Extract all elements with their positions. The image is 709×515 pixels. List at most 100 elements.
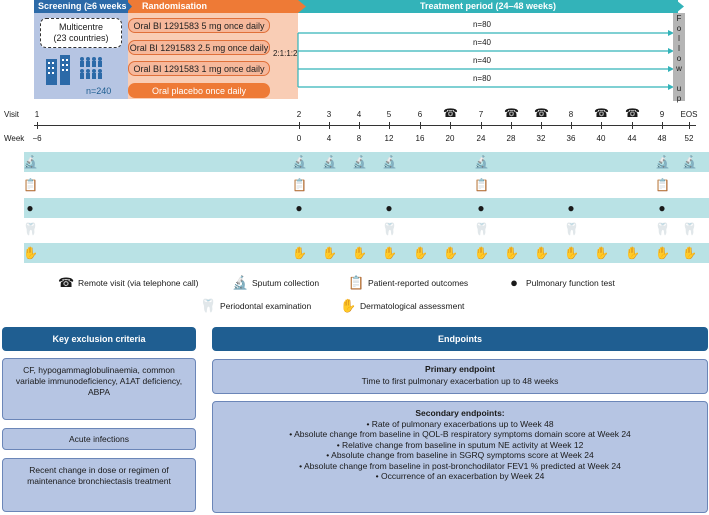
telephone-icon: ☎ — [443, 106, 458, 120]
microscope-icon: 🔬 — [682, 155, 697, 169]
axis-tick — [632, 122, 633, 129]
timeline-axis — [34, 125, 696, 126]
secondary-endpoint-item: • Occurrence of an exacerbation by Week … — [375, 471, 545, 481]
exclusion-header: Key exclusion criteria — [2, 327, 196, 351]
telephone-icon: ☎ — [504, 106, 519, 120]
axis-tick — [389, 122, 390, 129]
pft-row-band — [24, 198, 709, 218]
axis-tick — [329, 122, 330, 129]
treatment-phase-header: Treatment period (24–48 weeks) — [298, 0, 678, 13]
secondary-endpoint-item: • Absolute change from baseline in post-… — [299, 460, 621, 471]
microscope-icon: 🔬 — [292, 155, 307, 169]
clipboard-icon: 📋 — [23, 178, 38, 192]
legend-remote-visit: ☎ Remote visit (via telephone call) — [58, 275, 199, 290]
legend-pro: 📋 Patient-reported outcomes — [348, 275, 469, 290]
axis-tick — [511, 122, 512, 129]
tooth-icon: 🦷 — [382, 222, 397, 236]
hands-icon: ✋ — [23, 246, 38, 260]
multicentre-box: Multicentre (23 countries) — [40, 18, 122, 48]
legend-sputum: 🔬 Sputum collection — [232, 275, 320, 290]
axis-tick — [299, 122, 300, 129]
hands-icon: ✋ — [352, 246, 367, 260]
exclusion-item-3: Recent change in dose or regimen of main… — [2, 458, 196, 512]
arm-n-4: n=80 — [472, 74, 492, 83]
hands-icon: ✋ — [340, 298, 357, 313]
clipboard-icon: 📋 — [655, 178, 670, 192]
microscope-icon: 🔬 — [232, 275, 249, 290]
arm-1mg: Oral BI 1291583 1 mg once daily — [128, 61, 270, 76]
head-profile-icon: ● — [477, 201, 485, 215]
secondary-endpoints-title: Secondary endpoints: — [415, 408, 505, 418]
legend-pft: ● Pulmonary function test — [506, 275, 615, 290]
week-tick-label: 52 — [684, 134, 694, 143]
axis-tick — [601, 122, 602, 129]
phase-arrows — [126, 0, 684, 13]
week-tick-label: 40 — [596, 134, 606, 143]
legend-derm: ✋ Dermatological assessment — [340, 298, 465, 313]
hands-icon: ✋ — [504, 246, 519, 260]
visit-axis-label: Visit — [4, 110, 19, 119]
week-tick-label: −6 — [32, 134, 42, 143]
randomisation-ratio: 2:1:1:2 — [273, 49, 298, 58]
visit-tick-label: 3 — [326, 110, 332, 119]
hands-icon: ✋ — [382, 246, 397, 260]
hands-icon: ✋ — [655, 246, 670, 260]
head-profile-icon: ● — [658, 201, 666, 215]
hands-icon: ✋ — [682, 246, 697, 260]
clipboard-icon: 📋 — [292, 178, 307, 192]
week-tick-label: 16 — [415, 134, 425, 143]
axis-tick — [689, 122, 690, 129]
primary-endpoint-box: Primary endpoint Time to first pulmonary… — [212, 359, 708, 394]
visit-tick-label: 2 — [296, 110, 302, 119]
telephone-icon: ☎ — [534, 106, 549, 120]
screening-n: n=240 — [86, 86, 112, 96]
arm-5mg: Oral BI 1291583 5 mg once daily — [128, 18, 270, 33]
treatment-arm-arrows — [297, 30, 674, 90]
head-profile-icon: ● — [26, 201, 34, 215]
week-tick-label: 24 — [476, 134, 486, 143]
microscope-icon: 🔬 — [322, 155, 337, 169]
axis-tick — [450, 122, 451, 129]
axis-tick — [571, 122, 572, 129]
microscope-icon: 🔬 — [655, 155, 670, 169]
telephone-icon: ☎ — [58, 275, 75, 290]
secondary-endpoints-box: Secondary endpoints: • Rate of pulmonary… — [212, 401, 708, 513]
follow-up-bar — [673, 13, 685, 101]
randomisation-phase-header: Randomisation — [128, 0, 300, 13]
head-profile-icon: ● — [567, 201, 575, 215]
visit-tick-label: 4 — [356, 110, 362, 119]
arm-2-5mg: Oral BI 1291583 2.5 mg once daily — [128, 40, 270, 55]
tooth-icon: 🦷 — [682, 222, 697, 236]
week-tick-label: 0 — [296, 134, 302, 143]
clipboard-icon: 📋 — [474, 178, 489, 192]
legend-perio: 🦷 Periodontal examination — [200, 298, 312, 313]
axis-tick — [37, 122, 38, 129]
primary-endpoint-text: Time to first pulmonary exacerbation up … — [361, 376, 559, 386]
tooth-icon: 🦷 — [474, 222, 489, 236]
head-profile-icon: ● — [385, 201, 393, 215]
microscope-icon: 🔬 — [382, 155, 397, 169]
hands-icon: ✋ — [534, 246, 549, 260]
axis-tick — [662, 122, 663, 129]
tooth-icon: 🦷 — [200, 298, 217, 313]
week-tick-label: 12 — [384, 134, 394, 143]
week-tick-label: 48 — [657, 134, 667, 143]
arm-placebo: Oral placebo once daily — [128, 83, 270, 98]
visit-tick-label: 1 — [34, 110, 40, 119]
secondary-endpoint-item: • Relative change from baseline in sputu… — [336, 439, 584, 450]
microscope-icon: 🔬 — [352, 155, 367, 169]
week-tick-label: 8 — [356, 134, 362, 143]
visit-tick-label: 9 — [659, 110, 665, 119]
hands-icon: ✋ — [413, 246, 428, 260]
visit-tick-label: 6 — [417, 110, 423, 119]
week-tick-label: 44 — [627, 134, 637, 143]
hands-icon: ✋ — [443, 246, 458, 260]
axis-tick — [541, 122, 542, 129]
telephone-icon: ☎ — [625, 106, 640, 120]
week-tick-label: 4 — [326, 134, 332, 143]
week-tick-label: 20 — [445, 134, 455, 143]
hands-icon: ✋ — [564, 246, 579, 260]
head-profile-icon: ● — [510, 275, 518, 290]
arm-n-1: n=80 — [472, 20, 492, 29]
